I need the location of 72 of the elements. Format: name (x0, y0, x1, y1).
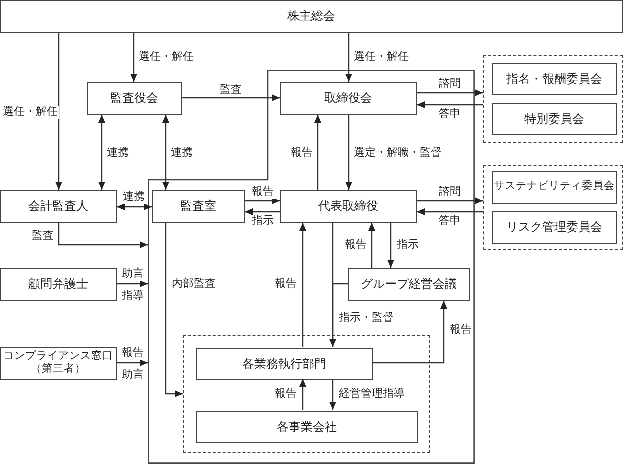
edge-label: 監査 (219, 84, 243, 97)
edge-label: 報告 (290, 147, 314, 160)
arrow (388, 223, 394, 268)
dashed-group-frame (483, 55, 623, 143)
arrow (300, 379, 306, 410)
arrow (245, 198, 280, 204)
arrow (56, 33, 62, 190)
edge-label: 指示・監督 (338, 312, 395, 325)
edge-label: 連携 (170, 147, 194, 160)
arrow (417, 90, 483, 96)
org-box: リスク管理委員会 (492, 211, 617, 244)
arrow (117, 280, 148, 288)
edge-label: 報告 (251, 186, 275, 199)
org-box: 監査役会 (87, 82, 182, 115)
arrow (117, 204, 152, 210)
arrow (346, 33, 352, 82)
edge-label: 諮問 (438, 78, 462, 91)
edge-label: 内部監査 (171, 278, 217, 291)
dashed-group-frame (483, 165, 623, 250)
arrow (330, 283, 348, 347)
edge-label: 指示 (396, 239, 420, 252)
edge-label: 諮問 (438, 186, 462, 199)
edge-label: 助言 (121, 268, 145, 281)
org-box: 特別委員会 (492, 103, 617, 135)
org-box: グループ経営会議 (348, 268, 470, 301)
arrow (314, 115, 322, 190)
edge-label: 選任・解任 (353, 51, 410, 64)
org-box: コンプライアンス窓口（第三者） (0, 347, 117, 380)
edge-label: 答申 (438, 215, 462, 228)
edge-label: 選任・解任 (2, 106, 59, 119)
arrow (130, 33, 138, 82)
arrow (162, 115, 170, 190)
arrow-label: 指導 (121, 290, 145, 303)
edge-label: 指示 (251, 215, 275, 228)
org-box: 顧問弁護士 (0, 268, 117, 301)
arrow (368, 223, 376, 268)
arrow (117, 360, 148, 366)
edge-label: 報告 (121, 347, 145, 360)
arrow (417, 208, 483, 216)
edge-label: 選定・解職・監督 (353, 147, 443, 160)
org-box: 代表取締役 (280, 190, 417, 223)
edge-label: 答申 (438, 108, 462, 121)
edge-label: 報告 (274, 278, 298, 291)
edge-label: 報告 (449, 324, 473, 337)
org-box: サステナビリティ委員会 (492, 171, 617, 204)
org-box: 各事業会社 (196, 411, 418, 443)
org-box: 株主総会 (0, 0, 623, 33)
edge-label: 連携 (106, 147, 130, 160)
org-box: 指名・報酬委員会 (492, 63, 617, 95)
arrow (330, 379, 336, 410)
arrow (346, 115, 352, 190)
edge-label: 報告 (274, 388, 298, 401)
arrow (300, 223, 306, 347)
arrow (98, 115, 106, 190)
arrow (58, 223, 148, 248)
edge-label: 経営管理指導 (338, 388, 406, 401)
edge-label: 選任・解任 (138, 51, 195, 64)
edge-label: 連携 (122, 191, 146, 204)
edge-label: 報告 (344, 239, 368, 252)
arrow-label: 助言 (121, 369, 145, 382)
org-box: 監査室 (152, 190, 245, 223)
company-boundary (148, 70, 475, 464)
arrow (372, 301, 448, 364)
org-box: 会計監査人 (0, 190, 117, 223)
arrow (245, 208, 280, 216)
org-box: 取締役会 (280, 82, 417, 115)
arrow (417, 198, 483, 204)
edge-label: 監査 (31, 230, 55, 243)
arrow (165, 223, 183, 398)
arrow (417, 102, 483, 108)
arrow (182, 94, 280, 102)
org-box: 各業務執行部門 (196, 348, 373, 380)
